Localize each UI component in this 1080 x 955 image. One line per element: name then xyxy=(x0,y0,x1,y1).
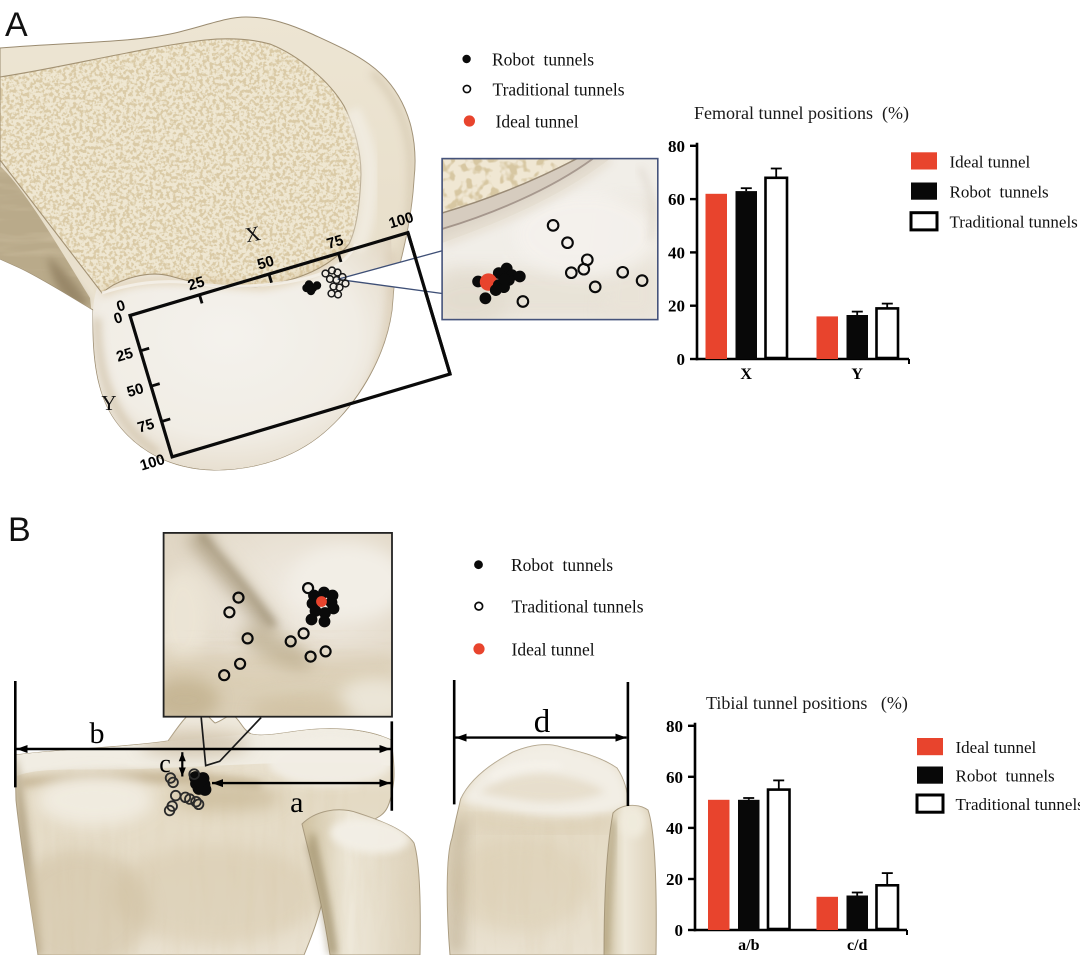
svg-text:100: 100 xyxy=(387,209,416,232)
svg-text:Ideal tunnel: Ideal tunnel xyxy=(950,152,1031,171)
svg-text:Y: Y xyxy=(851,366,863,383)
svg-text:20: 20 xyxy=(668,297,685,316)
svg-text:25: 25 xyxy=(114,345,135,366)
svg-text:B: B xyxy=(8,511,31,549)
svg-text:Femoral tunnel positions (%): Femoral tunnel positions (%) xyxy=(694,103,909,124)
svg-text:Traditional tunnels: Traditional tunnels xyxy=(956,795,1080,814)
svg-text:Robot tunnels: Robot tunnels xyxy=(950,183,1049,202)
svg-text:a/b: a/b xyxy=(738,937,759,954)
svg-text:Traditional tunnels: Traditional tunnels xyxy=(512,597,644,617)
svg-text:Y: Y xyxy=(101,391,116,415)
svg-text:75: 75 xyxy=(325,232,346,253)
svg-text:60: 60 xyxy=(666,768,683,787)
svg-text:c: c xyxy=(159,749,171,778)
svg-text:Traditional tunnels: Traditional tunnels xyxy=(493,80,625,100)
svg-text:Robot tunnels: Robot tunnels xyxy=(956,767,1055,786)
svg-text:a: a xyxy=(290,786,303,819)
svg-text:Robot tunnels: Robot tunnels xyxy=(492,50,594,70)
svg-text:X: X xyxy=(243,221,262,247)
svg-text:Ideal tunnel: Ideal tunnel xyxy=(512,639,595,659)
svg-text:40: 40 xyxy=(666,819,683,838)
svg-text:c/d: c/d xyxy=(847,937,868,954)
svg-text:25: 25 xyxy=(186,273,207,294)
svg-text:0: 0 xyxy=(675,921,684,940)
svg-text:Ideal tunnel: Ideal tunnel xyxy=(496,112,579,132)
svg-text:80: 80 xyxy=(668,137,685,156)
svg-text:80: 80 xyxy=(666,717,683,736)
svg-text:Traditional tunnels: Traditional tunnels xyxy=(950,213,1078,232)
svg-text:40: 40 xyxy=(668,243,685,262)
svg-text:A: A xyxy=(5,6,28,44)
svg-text:75: 75 xyxy=(135,416,156,437)
svg-text:60: 60 xyxy=(668,190,685,209)
svg-text:b: b xyxy=(90,717,105,750)
svg-text:20: 20 xyxy=(666,870,683,889)
svg-text:Tibial tunnel positions (%): Tibial tunnel positions (%) xyxy=(706,693,908,714)
svg-text:50: 50 xyxy=(255,253,276,274)
svg-text:50: 50 xyxy=(125,380,146,401)
svg-text:Ideal tunnel: Ideal tunnel xyxy=(956,738,1037,757)
svg-text:d: d xyxy=(534,704,551,740)
svg-text:0: 0 xyxy=(677,350,686,369)
svg-text:Robot tunnels: Robot tunnels xyxy=(511,555,613,575)
svg-text:100: 100 xyxy=(138,451,167,474)
svg-text:X: X xyxy=(740,366,752,383)
